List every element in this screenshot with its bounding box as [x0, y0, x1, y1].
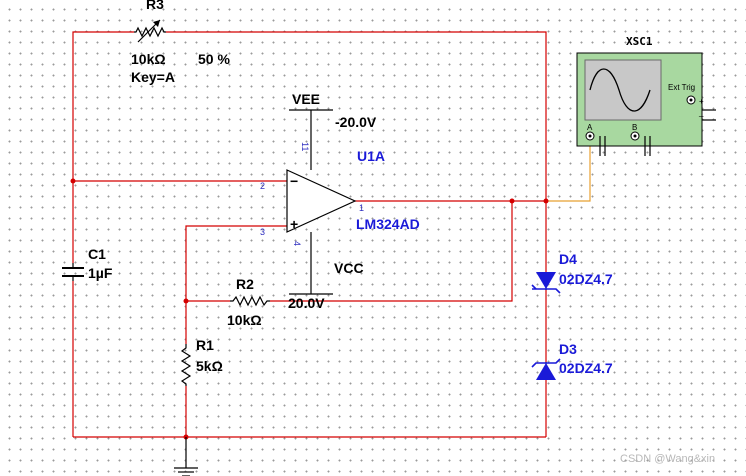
scope-channel-a: A: [587, 123, 593, 132]
junction-dot: [509, 198, 515, 204]
pin-3-label: 3: [260, 227, 265, 237]
c1-value: 1µF: [88, 265, 113, 281]
vee-voltage: -20.0V: [335, 114, 377, 130]
scope-title: XSC1: [626, 35, 653, 48]
scope-sine-wave: [589, 68, 651, 112]
c1-ref: C1: [88, 246, 106, 262]
junction-dot: [183, 298, 189, 304]
r3-key: Key=A: [131, 69, 175, 85]
vee-supply[interactable]: VEE -20.0V: [289, 91, 377, 170]
pin-1-label: 1: [359, 203, 364, 213]
wires: [72, 31, 547, 438]
zener-diode-d4[interactable]: D4 02DZ4.7: [531, 251, 613, 294]
r3-ref: R3: [146, 0, 164, 12]
junction-dot: [70, 178, 76, 184]
oscilloscope-xsc1[interactable]: XSC1 Ext Trig + _ A B: [576, 35, 716, 156]
scope-ext-trig-minus: _: [698, 108, 704, 117]
u1a-part: LM324AD: [356, 216, 420, 232]
ground-symbol: [174, 437, 198, 476]
opamp-plus-symbol: +: [290, 216, 298, 232]
scope-ext-trig-plus: +: [699, 97, 704, 106]
opamp-minus-symbol: −: [290, 173, 298, 189]
probe-wire: [546, 140, 591, 202]
zener-diode-d3[interactable]: D3 02DZ4.7: [531, 341, 613, 380]
opamp-u1a[interactable]: − + 2 3 1 11 4 U1A LM324AD: [260, 142, 420, 246]
r3-value: 10kΩ: [131, 51, 166, 67]
scope-ext-trig: Ext Trig: [668, 83, 695, 92]
d3-part: 02DZ4.7: [559, 360, 613, 376]
r2-ref: R2: [236, 276, 254, 292]
vcc-voltage: 20.0V: [288, 295, 325, 311]
r1-ref: R1: [196, 337, 214, 353]
scope-channel-b: B: [632, 123, 637, 132]
vcc-label: VCC: [334, 260, 364, 276]
resistor-r2[interactable]: R2 10kΩ: [227, 276, 270, 328]
watermark: CSDN @Wang&xin: [620, 453, 715, 465]
r2-value: 10kΩ: [227, 312, 262, 328]
resistor-r1[interactable]: R1 5kΩ: [180, 337, 223, 386]
pin-4-label: 4: [292, 241, 302, 246]
potentiometer-r3[interactable]: R3 10kΩ 50 % Key=A: [131, 0, 230, 85]
d4-ref: D4: [559, 251, 577, 267]
d4-part: 02DZ4.7: [559, 271, 613, 287]
d3-ref: D3: [559, 341, 577, 357]
junction-dot: [543, 198, 549, 204]
junctions: [70, 178, 549, 440]
r1-value: 5kΩ: [196, 358, 223, 374]
pin-11-label: 11: [300, 142, 310, 151]
vee-label: VEE: [292, 91, 320, 107]
u1a-ref: U1A: [357, 148, 385, 164]
vcc-supply[interactable]: VCC 20.0V: [288, 232, 364, 311]
scope-screen: [584, 59, 662, 121]
pin-2-label: 2: [260, 181, 265, 191]
r3-percent: 50 %: [198, 51, 230, 67]
capacitor-c1[interactable]: C1 1µF: [62, 246, 113, 281]
